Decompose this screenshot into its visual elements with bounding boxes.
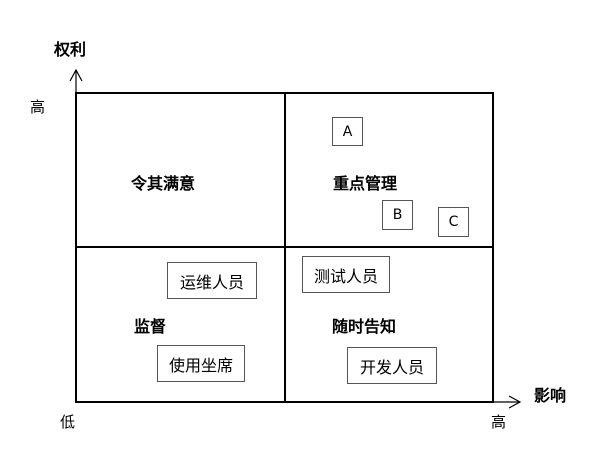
stakeholder-box-seat: 使用坐席 xyxy=(157,345,245,382)
stakeholder-box-a: A xyxy=(332,117,363,146)
quadrant-keep-informed: 随时告知 xyxy=(332,317,397,336)
stakeholder-box-ops: 运维人员 xyxy=(167,262,257,299)
x-axis-arrowhead xyxy=(508,395,522,409)
y-axis-title: 权利 xyxy=(54,40,87,59)
quadrant-monitor: 监督 xyxy=(134,317,167,336)
stakeholder-box-test: 测试人员 xyxy=(302,256,390,293)
stakeholder-box-c: C xyxy=(438,207,469,237)
y-axis-arrowhead xyxy=(69,68,83,82)
origin-low-label: 低 xyxy=(60,413,76,431)
x-axis-high-label: 高 xyxy=(491,413,507,431)
y-axis-high-label: 高 xyxy=(30,98,46,116)
stakeholder-box-b: B xyxy=(382,200,413,230)
x-axis-title: 影响 xyxy=(534,386,567,405)
stakeholder-box-dev: 开发人员 xyxy=(347,347,437,384)
quadrant-manage-closely: 重点管理 xyxy=(333,174,398,193)
quadrant-keep-satisfied: 令其满意 xyxy=(131,174,196,193)
